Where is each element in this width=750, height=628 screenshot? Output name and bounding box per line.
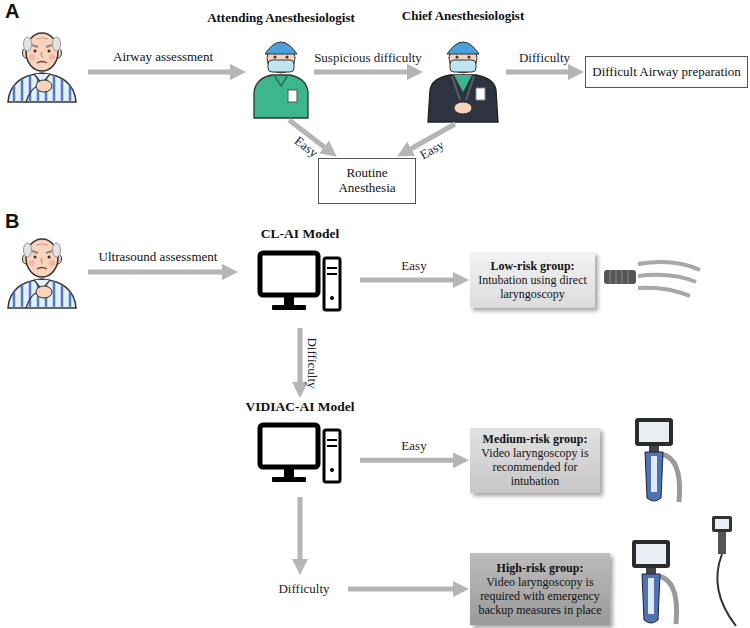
flexible-scope-part (712, 516, 732, 532)
flow-arrow (506, 72, 568, 73)
laryngoscope-blades-part (638, 288, 690, 296)
doctor-figure-part (268, 60, 294, 72)
node-heading: Medium-risk group: (483, 432, 588, 446)
flexible-scope-part (717, 554, 736, 626)
risk-group-box: Low-risk group:Intubation using direct l… (470, 252, 595, 308)
flexible-scope (712, 516, 736, 626)
arrow-line (360, 278, 453, 283)
node-body: Video laryngoscopy is recommended for in… (475, 446, 595, 488)
model-node: CL-AI Model (240, 226, 360, 326)
node-heading: Routine Anesthesia (322, 166, 412, 196)
doctor-figure-part (254, 75, 308, 118)
computer-icon (260, 425, 340, 482)
doctor-figure-part (274, 56, 277, 59)
arrow-line (314, 70, 407, 75)
laryngoscope-blades-part (604, 270, 636, 284)
doctor-figure-part (476, 88, 485, 100)
laryngoscope-blades-part (622, 270, 623, 284)
panel-letter: A (5, 0, 19, 23)
node-heading: CL-AI Model (240, 226, 360, 242)
doctor-figure-part (447, 42, 479, 54)
doctor-figure-part (454, 102, 472, 114)
video-laryngoscope (635, 418, 680, 502)
arrow-line (348, 587, 453, 592)
patient-figure (8, 33, 76, 106)
doctor-figure-part (288, 90, 297, 102)
laryngoscope-blades-part (610, 270, 611, 284)
person-node: Chief Anesthesiologist (424, 30, 502, 122)
edge-label: Difficulty (519, 50, 570, 66)
flow-arrow (300, 497, 453, 589)
flow-arrow (88, 270, 222, 275)
edge-label: Difficulty (304, 337, 320, 388)
laryngoscope-blades-part (616, 270, 617, 284)
node-heading: Difficult Airway preparation (592, 65, 741, 80)
flow-arrow (88, 70, 230, 75)
doctor-figure-part (286, 56, 289, 59)
doctor-figure (428, 42, 498, 122)
flow-arrow (300, 328, 301, 382)
node-heading: Attending Anesthesiologist (207, 10, 355, 26)
node-heading: VIDIAC-AI Model (240, 399, 360, 415)
edge-label: Easy (291, 133, 321, 161)
doctor-figure-part (274, 75, 288, 86)
doctor-figure (254, 42, 308, 118)
process-box: Difficult Airway preparation (585, 56, 748, 88)
flow-arrow (360, 460, 453, 461)
laryngoscope-blades-part (638, 275, 696, 282)
laryngoscope-blades-part (628, 270, 629, 284)
flow-label: Ultrasound assessment (99, 249, 218, 265)
flow-arrow (360, 280, 453, 281)
node-heading: Low-risk group: (490, 259, 574, 273)
laryngoscope-blades (604, 262, 700, 296)
doctor-figure-part (452, 76, 474, 100)
flexible-scope-part (715, 519, 729, 529)
edge-label: Difficulty (278, 581, 329, 597)
person-node: Attending Anesthesiologist (250, 32, 312, 118)
doctor-figure-part (265, 42, 297, 54)
computer-icon (260, 253, 340, 310)
node-heading: High-risk group: (497, 561, 584, 575)
process-box: Routine Anesthesia (318, 158, 416, 204)
arrow-line (298, 328, 303, 382)
edge-label: Easy (401, 438, 426, 454)
flexible-scope-part (718, 532, 726, 554)
doctor-figure-part (456, 56, 459, 59)
arrow-line (298, 497, 303, 559)
edge-label: Easy (401, 258, 426, 274)
edge-label: Suspicious difficulty (314, 50, 422, 66)
flow-label: Airway assessment (113, 49, 213, 65)
node-heading: Chief Anesthesiologist (402, 8, 524, 24)
arrow-line (360, 458, 453, 463)
doctor-figure-part (428, 75, 498, 122)
doctor-figure-part (450, 60, 476, 72)
flow-arrow (314, 72, 407, 73)
model-node: VIDIAC-AI Model (240, 399, 360, 495)
risk-group-box: Medium-risk group:Video laryngoscopy is … (470, 428, 600, 493)
video-laryngoscope (632, 540, 677, 624)
panel-letter: B (5, 210, 19, 233)
doctor-figure-part (468, 56, 471, 59)
node-body: Intubation using direct laryngoscopy (475, 273, 590, 301)
node-body: Video laryngoscopy is required with emer… (475, 575, 605, 617)
arrow-line (506, 70, 568, 75)
patient-figure (8, 239, 76, 312)
risk-group-box: High-risk group:Video laryngoscopy is re… (470, 553, 610, 625)
laryngoscope-blades-part (638, 262, 700, 270)
